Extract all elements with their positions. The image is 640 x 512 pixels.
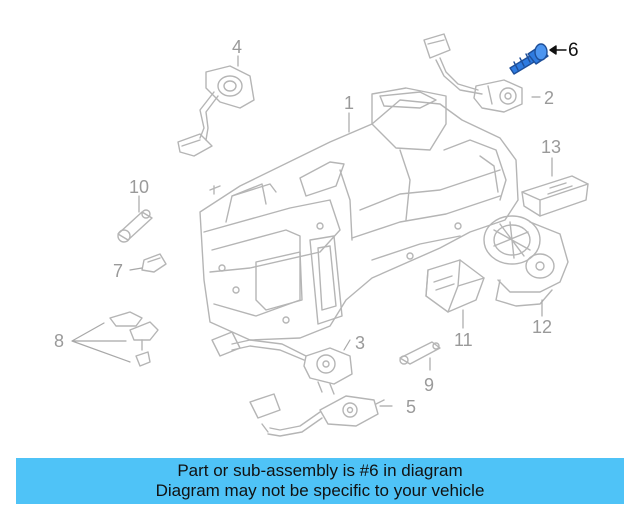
callout-2: 2 xyxy=(544,88,555,108)
callout-1: 1 xyxy=(344,93,355,113)
part-8-hardware xyxy=(109,311,159,367)
callout-8: 8 xyxy=(54,331,65,351)
callout-6-leader xyxy=(549,45,567,55)
callout-10: 10 xyxy=(129,177,150,197)
callout-5: 5 xyxy=(406,397,417,417)
callout-13: 13 xyxy=(541,137,562,157)
part-4-sensor xyxy=(177,65,255,157)
part-5-actuator xyxy=(249,393,385,437)
part-6-fastener xyxy=(509,43,549,75)
part-1-hvac-housing xyxy=(199,87,519,341)
info-banner: Part or sub-assembly is #6 in diagram Di… xyxy=(16,458,624,504)
banner-line-disclaimer: Diagram may not be specific to your vehi… xyxy=(155,481,485,500)
banner-line-part-number: Part or sub-assembly is #6 in diagram xyxy=(177,461,463,480)
callout-9: 9 xyxy=(424,375,435,395)
callout-3: 3 xyxy=(355,333,366,353)
part-2-actuator xyxy=(423,33,523,113)
part-13-control-module xyxy=(521,175,589,217)
callout-12: 12 xyxy=(532,317,553,337)
part-10-link xyxy=(117,209,153,243)
callout-4: 4 xyxy=(232,37,243,57)
part-7-connector xyxy=(141,253,167,273)
part-3-actuator xyxy=(211,331,353,395)
callout-6: 6 xyxy=(568,40,579,61)
callout-7: 7 xyxy=(113,261,124,281)
part-12-blower-motor xyxy=(483,215,569,307)
callout-11: 11 xyxy=(454,330,473,350)
leader-lines xyxy=(71,55,553,407)
hvac-assembly-drawing xyxy=(71,33,589,437)
part-11-resistor xyxy=(425,259,485,313)
part-9-lever xyxy=(399,341,441,365)
parts-diagram: 1 2 3 4 5 6 7 8 9 10 11 12 13 xyxy=(54,33,589,437)
